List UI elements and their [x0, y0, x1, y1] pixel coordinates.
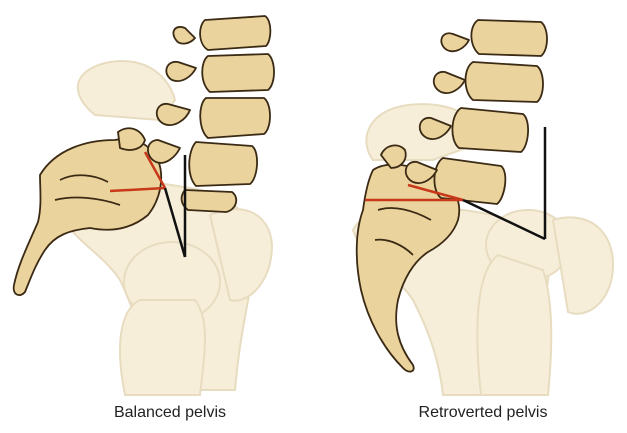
- retroverted-pelvis-svg: [313, 0, 627, 400]
- lumbar-vertebrae: [148, 16, 274, 212]
- balanced-pelvis-svg: [0, 0, 313, 400]
- balanced-pelvis-illustration: [0, 0, 313, 400]
- retroverted-pelvis-caption: Retroverted pelvis: [383, 404, 583, 422]
- retroverted-pelvis-illustration: [313, 0, 627, 400]
- balanced-pelvis-caption: Balanced pelvis: [70, 404, 270, 422]
